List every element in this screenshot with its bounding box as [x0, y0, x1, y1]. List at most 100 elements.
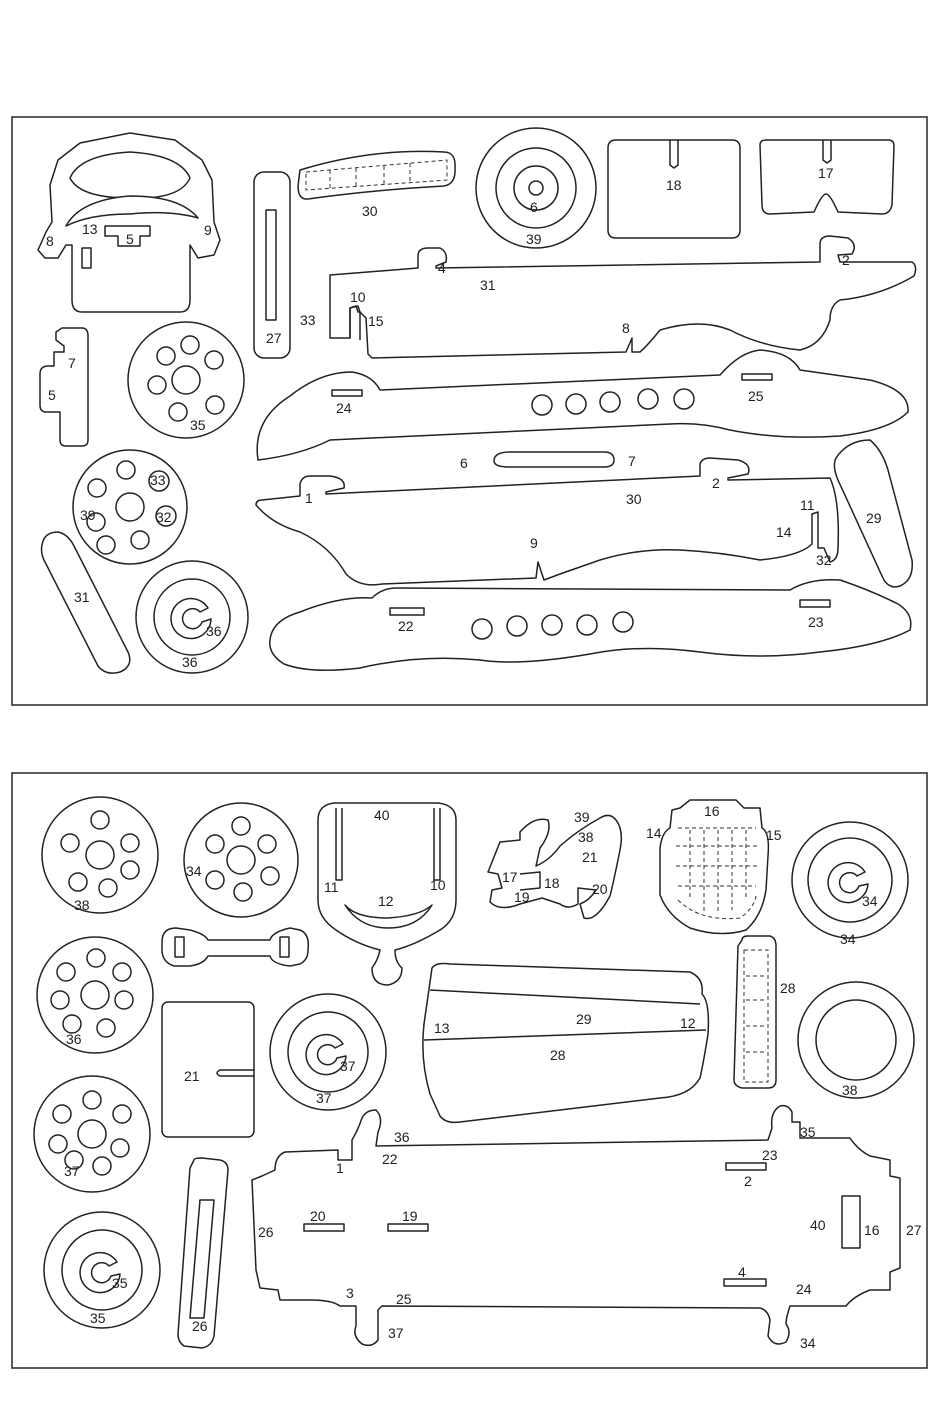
part-number-label: 39 — [80, 507, 96, 523]
part-number-label: 2 — [842, 252, 850, 268]
part-number-label: 14 — [776, 524, 792, 540]
part-number-label: 16 — [864, 1222, 880, 1238]
part-number-label: 18 — [666, 177, 682, 193]
part-chassis-side-30 — [256, 458, 838, 585]
part-number-label: 11 — [324, 879, 339, 895]
part-number-label: 27 — [266, 330, 282, 346]
part-wheel-37-b — [34, 1076, 150, 1192]
part-number-label: 40 — [374, 807, 390, 823]
part-number-label: 26 — [192, 1318, 208, 1334]
part-number-label: 4 — [738, 1264, 746, 1280]
part-number-label: 22 — [398, 618, 414, 634]
part-wheel-39 — [476, 128, 596, 248]
part-number-label: 36 — [182, 654, 198, 670]
part-link-bone — [162, 928, 308, 966]
part-number-label: 36 — [394, 1129, 410, 1145]
part-number-label: 19 — [402, 1208, 418, 1224]
part-number-label: 34 — [862, 893, 878, 909]
part-number-label: 28 — [550, 1047, 566, 1063]
part-number-label: 15 — [368, 313, 384, 329]
part-number-label: 13 — [434, 1020, 450, 1036]
part-seat-frame — [38, 133, 220, 312]
part-number-label: 37 — [340, 1058, 356, 1074]
part-number-label: 8 — [622, 320, 630, 336]
part-chassis-side-31 — [330, 236, 916, 358]
part-number-label: 24 — [796, 1281, 812, 1297]
part-number-label: 11 — [800, 497, 815, 513]
part-number-label: 16 — [704, 803, 720, 819]
part-number-label: 39 — [526, 231, 542, 247]
part-seat-side-17-21 — [488, 815, 621, 918]
part-number-label: 9 — [530, 535, 538, 551]
part-number-label: 35 — [112, 1275, 128, 1291]
part-number-label: 6 — [530, 199, 538, 215]
part-number-label: 38 — [842, 1082, 858, 1098]
part-number-label: 1 — [305, 490, 313, 506]
part-number-label: 32 — [816, 552, 832, 568]
part-number-label: 24 — [336, 400, 352, 416]
part-number-label: 20 — [310, 1208, 326, 1224]
part-strip-28 — [734, 936, 776, 1088]
part-number-label: 40 — [810, 1217, 826, 1233]
part-number-label: 17 — [818, 165, 834, 181]
part-number-label: 29 — [866, 510, 882, 526]
part-number-label: 7 — [68, 355, 76, 371]
part-number-label: 21 — [582, 849, 598, 865]
part-number-label: 8 — [46, 233, 54, 249]
part-number-label: 22 — [382, 1151, 398, 1167]
part-number-label: 9 — [204, 222, 212, 238]
part-number-label: 18 — [544, 875, 560, 891]
part-number-label: 13 — [82, 221, 98, 237]
part-ring-38 — [798, 982, 914, 1098]
part-number-label: 12 — [680, 1015, 696, 1031]
part-number-label: 23 — [808, 614, 824, 630]
part-bar-30 — [298, 151, 455, 199]
part-wheel-34-b — [792, 822, 908, 938]
part-number-label: 7 — [628, 453, 636, 469]
part-body-shell-28-29 — [423, 964, 709, 1123]
part-number-label: 19 — [514, 889, 530, 905]
part-number-label: 35 — [800, 1124, 816, 1140]
part-number-label: 37 — [316, 1090, 332, 1106]
part-number-label: 38 — [578, 829, 594, 845]
part-panel-21 — [162, 1002, 254, 1137]
part-chassis-floor — [252, 1106, 900, 1346]
part-number-label: 20 — [592, 881, 608, 897]
part-number-label: 21 — [184, 1068, 200, 1084]
part-wheel-34-a — [184, 803, 298, 917]
part-number-label: 23 — [762, 1147, 778, 1163]
part-number-label: 34 — [800, 1335, 816, 1351]
part-number-label: 28 — [780, 980, 796, 996]
part-number-label: 38 — [74, 897, 90, 913]
part-number-label: 32 — [156, 509, 172, 525]
part-number-label: 30 — [362, 203, 378, 219]
part-wheel-38 — [42, 797, 158, 913]
part-number-label: 26 — [258, 1224, 274, 1240]
part-number-label: 37 — [64, 1163, 80, 1179]
part-number-label: 1 — [336, 1160, 344, 1176]
part-number-label: 35 — [190, 417, 206, 433]
part-number-label: 33 — [150, 472, 166, 488]
part-number-label: 36 — [66, 1031, 82, 1047]
part-number-label: 29 — [576, 1011, 592, 1027]
part-number-label: 5 — [126, 231, 134, 247]
part-number-label: 10 — [430, 877, 446, 893]
part-body-24-25 — [257, 350, 908, 460]
part-number-label: 36 — [206, 623, 222, 639]
part-pin-6-7 — [494, 452, 614, 467]
part-wheel-36-b — [37, 937, 153, 1053]
part-number-label: 2 — [744, 1173, 752, 1189]
part-number-label: 3 — [346, 1285, 354, 1301]
part-number-label: 25 — [396, 1291, 412, 1307]
part-number-label: 34 — [840, 931, 856, 947]
part-number-label: 34 — [186, 863, 202, 879]
part-wheel-35 — [128, 322, 244, 438]
part-number-label: 12 — [378, 893, 394, 909]
part-number-label: 37 — [388, 1325, 404, 1341]
part-number-label: 10 — [350, 289, 366, 305]
part-number-label: 2 — [712, 475, 720, 491]
part-number-label: 14 — [646, 825, 662, 841]
part-number-label: 25 — [748, 388, 764, 404]
part-number-label: 15 — [766, 827, 782, 843]
